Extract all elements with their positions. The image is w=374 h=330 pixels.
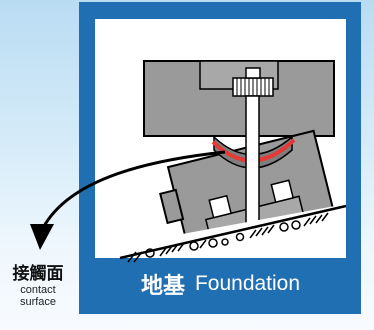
bolt-top <box>245 67 261 79</box>
spherical-seat <box>213 135 293 169</box>
caption-zh: 地基 <box>140 274 185 299</box>
contact-label-en-2: surface <box>19 296 57 308</box>
contact-label-zh: 接觸面 <box>12 264 64 283</box>
ground-surface <box>95 204 346 258</box>
contact-label-en-1: contact <box>20 284 56 296</box>
contact-arrow <box>41 150 226 229</box>
ground-hatching <box>127 212 329 263</box>
bolt-shaft <box>245 95 260 231</box>
arrow-head-icon <box>30 224 54 250</box>
bolt-nut-knurl <box>236 78 270 96</box>
foundation-caption: 地基 Foundation <box>95 262 346 306</box>
ground-line <box>119 204 347 260</box>
contact-surface-label: 接觸面 contact surface <box>2 264 74 308</box>
caption-en: Foundation <box>194 272 301 295</box>
